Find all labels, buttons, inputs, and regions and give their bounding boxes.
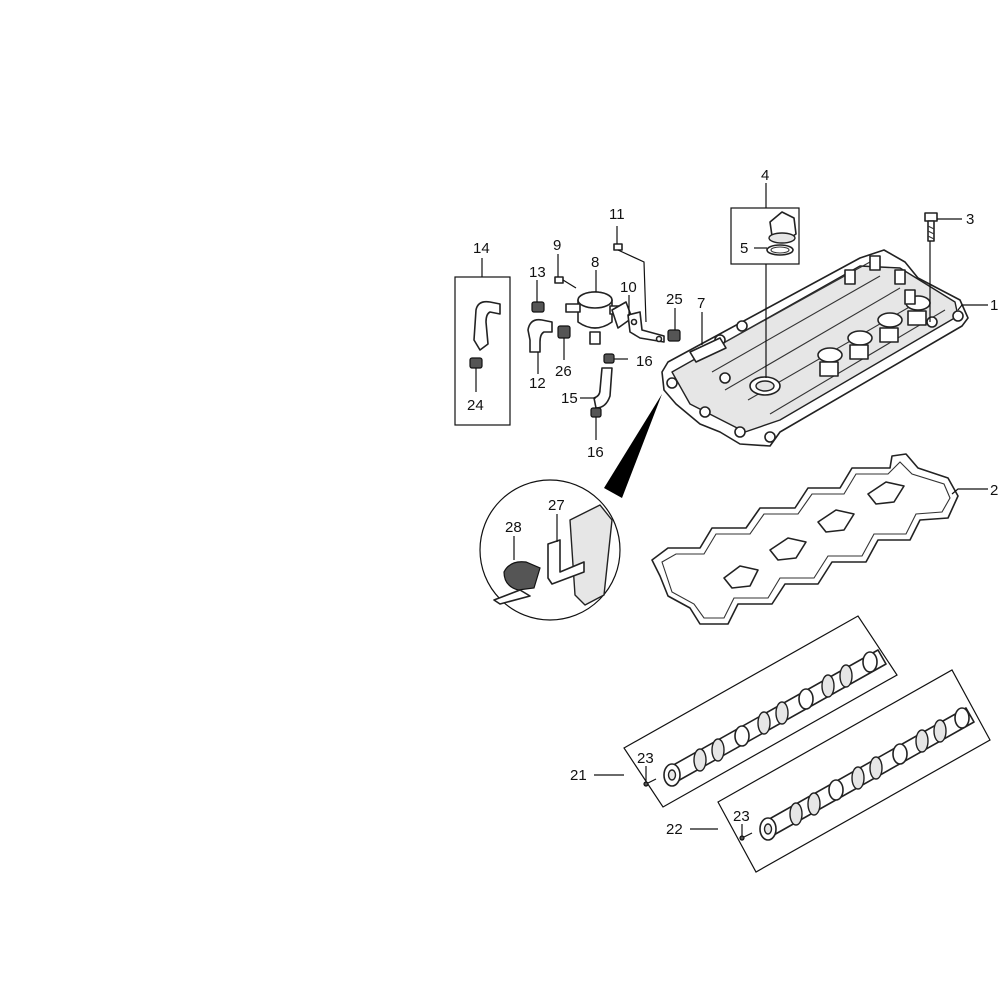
camshaft-21 <box>663 649 887 787</box>
detail-view-circle <box>479 479 621 621</box>
cover-gasket <box>651 453 959 625</box>
callout-23-a: 23 <box>637 750 654 767</box>
callout-9: 9 <box>553 237 561 254</box>
callout-14: 14 <box>473 240 490 257</box>
camshaft-22-lobes <box>789 707 970 826</box>
callout-25: 25 <box>666 291 683 308</box>
hose-clamp-16-lower <box>590 407 602 418</box>
callout-5: 5 <box>740 240 748 257</box>
bracket-27 <box>547 504 613 606</box>
camshaft-21-lobes <box>693 651 878 772</box>
cylinder-head-cover <box>661 249 969 447</box>
callout-11: 11 <box>609 206 625 223</box>
breather-hose-12 <box>527 318 553 353</box>
callout-28: 28 <box>505 519 522 536</box>
hose-clamp-16-upper <box>603 353 615 364</box>
callout-15: 15 <box>561 390 578 407</box>
callout-labels: 1 2 3 4 5 7 8 9 10 11 12 13 14 15 16 16 … <box>467 167 998 838</box>
callout-12: 12 <box>529 375 546 392</box>
callout-16-lower: 16 <box>587 444 604 461</box>
hose-clamp-24 <box>469 357 483 369</box>
oil-filler-cap-o-ring <box>766 244 794 256</box>
hose-clamp-28 <box>493 561 541 605</box>
callout-7: 7 <box>697 295 705 312</box>
callout-2: 2 <box>990 482 998 499</box>
detail-pointer <box>604 394 662 498</box>
callout-16-upper: 16 <box>636 353 653 370</box>
callout-22: 22 <box>666 821 683 838</box>
pcv-valve-assy <box>565 291 633 345</box>
callout-13: 13 <box>529 264 546 281</box>
callout-3: 3 <box>966 211 974 228</box>
callout-21: 21 <box>570 767 587 784</box>
camshaft-box-22 <box>717 669 991 873</box>
callout-10: 10 <box>620 279 637 296</box>
cover-bolt <box>924 212 938 242</box>
breather-hose-14 <box>473 300 501 351</box>
pcv-bolt-9 <box>554 276 577 289</box>
callout-27: 27 <box>548 497 565 514</box>
callout-23-b: 23 <box>733 808 750 825</box>
camshaft-box-21 <box>623 615 898 808</box>
leader-lines <box>475 183 988 836</box>
callout-26: 26 <box>555 363 572 380</box>
hose-clamp-25 <box>667 329 681 342</box>
bracket-bolt-11 <box>613 243 623 251</box>
pcv-hose-15 <box>593 367 613 409</box>
callout-4: 4 <box>761 167 769 184</box>
hose-clamp-13 <box>531 301 545 313</box>
cap-group-frame <box>730 207 800 265</box>
oil-filler-cap <box>768 211 797 244</box>
pcv-bracket <box>627 311 665 343</box>
callout-1: 1 <box>990 297 998 314</box>
camshaft-22 <box>759 707 975 841</box>
dowel-pin-23-b <box>739 832 753 841</box>
hose-clamp-26 <box>557 325 571 339</box>
callout-8: 8 <box>591 254 599 271</box>
callout-24: 24 <box>467 397 484 414</box>
